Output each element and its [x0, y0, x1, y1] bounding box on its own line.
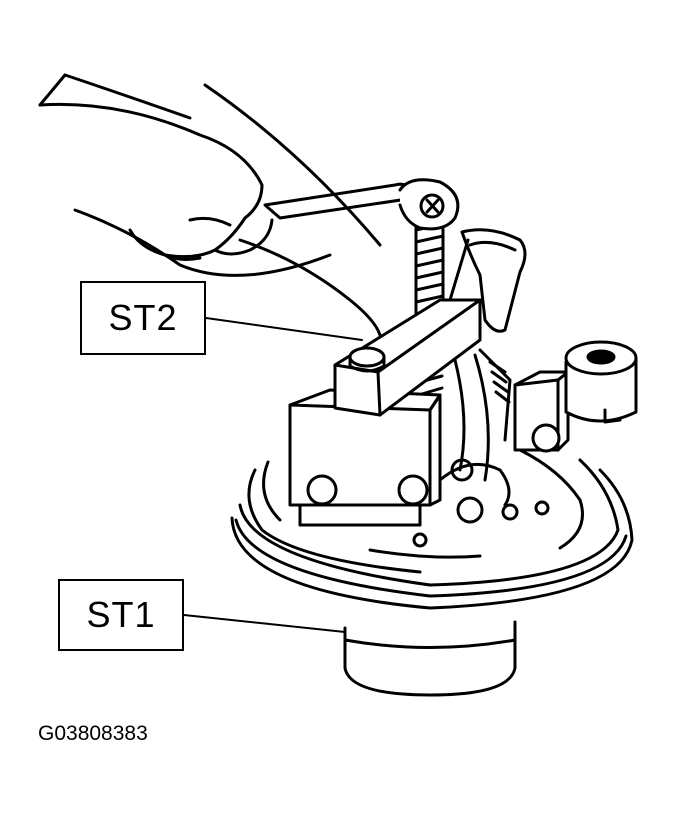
brake-shoe	[453, 348, 512, 482]
backing-plate	[230, 448, 634, 610]
hand	[38, 73, 382, 337]
st1-leader-line	[183, 614, 346, 633]
crossbar	[333, 298, 482, 417]
left-block	[288, 388, 442, 527]
st1-base-cylinder	[343, 620, 517, 697]
right-block	[513, 370, 570, 453]
st1-callout-label: ST1	[58, 579, 184, 651]
st2-callout-label: ST2	[80, 281, 206, 355]
wheel-cylinder	[564, 340, 638, 424]
right-hand	[448, 228, 527, 333]
wrench	[263, 178, 460, 231]
figure-code: G03808383	[38, 722, 148, 745]
st2-leader-line	[205, 317, 363, 341]
